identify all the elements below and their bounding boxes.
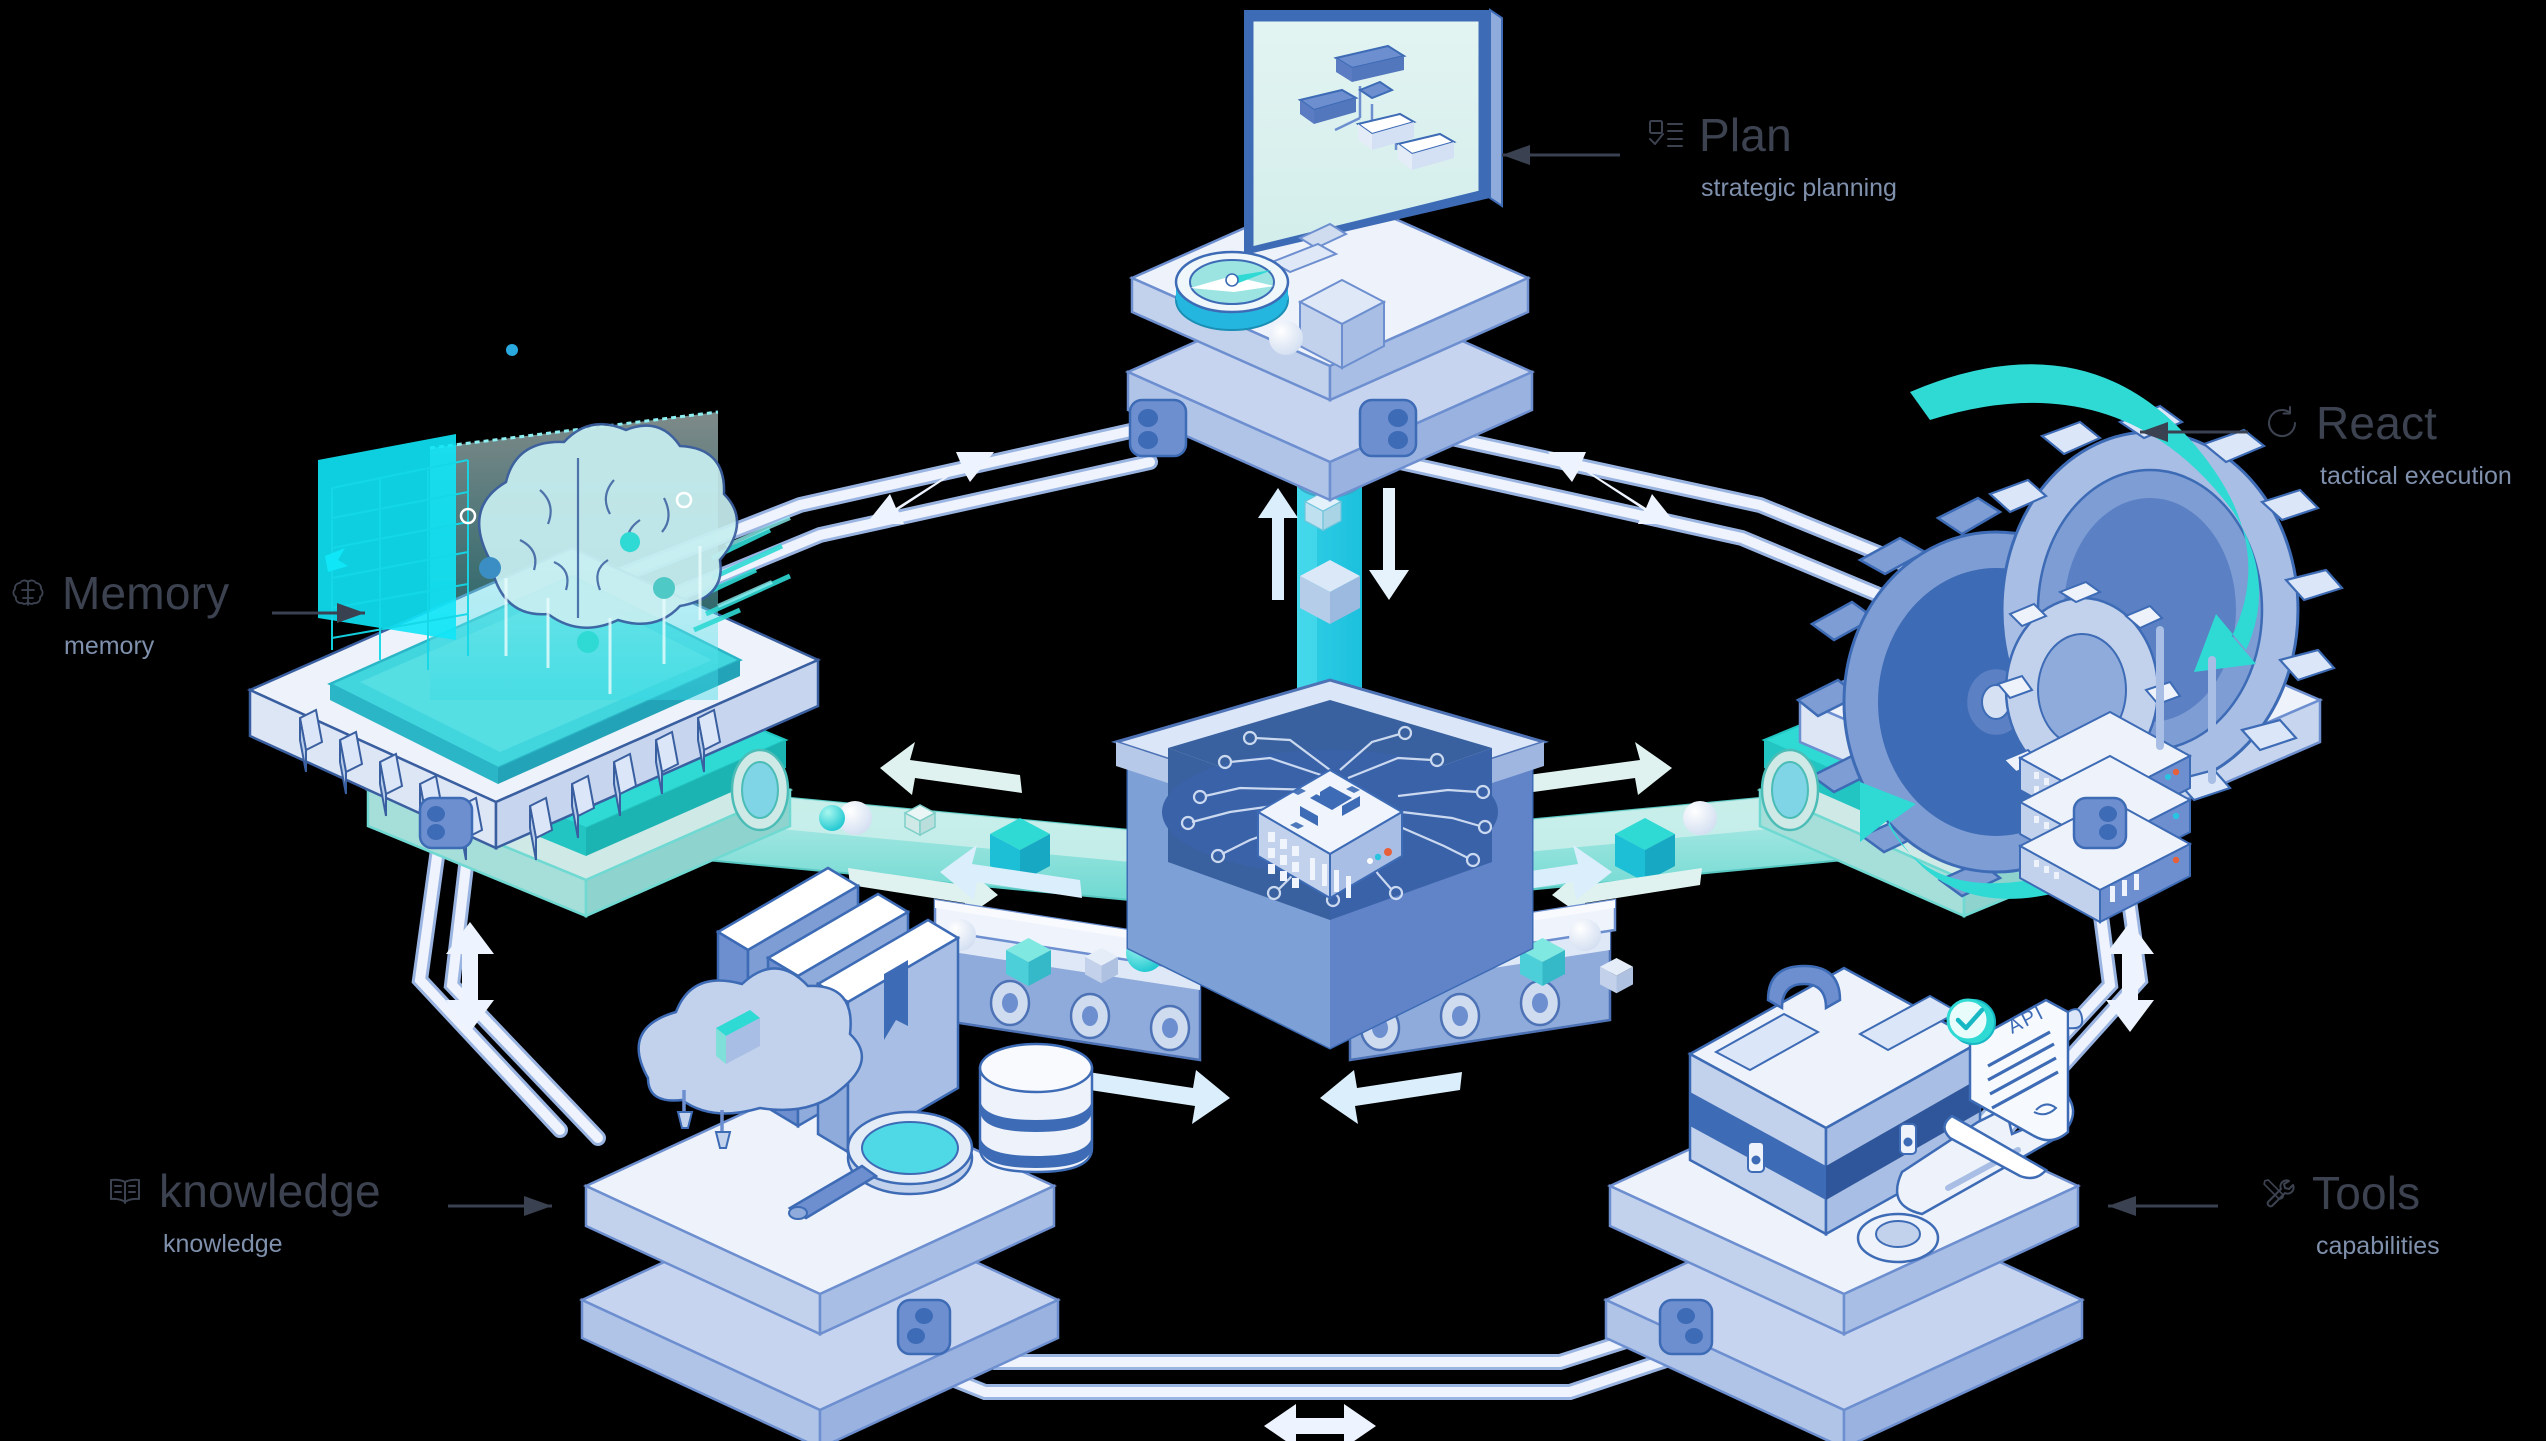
refresh-cycle-icon	[2262, 403, 2302, 443]
callout-react: React tactical execution	[2262, 400, 2512, 489]
wrench-screwdriver-icon	[2258, 1173, 2298, 1213]
callout-plan: Plan strategic planning	[1645, 112, 1897, 201]
node-memory[interactable]	[246, 344, 845, 918]
plan-monitor	[1244, 8, 1503, 274]
arrow-right-knowledge	[1088, 1070, 1230, 1124]
knowledge-magnifier	[787, 1110, 974, 1220]
arrow-left-react	[1552, 868, 1702, 920]
callout-knowledge: knowledge knowledge	[105, 1168, 381, 1257]
plan-cube	[1297, 278, 1387, 370]
tools-toolbox	[1687, 964, 1983, 1237]
memory-data-grid	[318, 434, 469, 670]
callout-subtitle: strategic planning	[1701, 174, 1897, 202]
arrow-left-knowledge	[940, 845, 1082, 900]
plan-compass	[1174, 250, 1290, 331]
arrow-down-plan	[1369, 488, 1409, 600]
open-book-icon	[105, 1171, 145, 1211]
arrow-memory-knowledge	[446, 922, 494, 1032]
memory-pipe-nozzle	[730, 748, 845, 832]
processor-chip	[1256, 768, 1404, 900]
brain-icon	[8, 573, 48, 613]
arrow-left-tools	[1320, 1070, 1462, 1124]
node-knowledge[interactable]	[579, 866, 1094, 1441]
callout-subtitle: capabilities	[2316, 1232, 2440, 1260]
checklist-icon	[1645, 115, 1685, 155]
cable-ports	[418, 398, 2128, 1356]
arrow-left-memory	[880, 742, 1022, 795]
react-pipe-nozzle	[1760, 748, 1820, 832]
arrow-memory-plan	[866, 452, 994, 524]
callout-title: Plan	[1699, 109, 1792, 161]
callout-title: Memory	[62, 567, 230, 619]
callout-title: Tools	[2312, 1167, 2421, 1219]
callout-subtitle: tactical execution	[2320, 462, 2512, 490]
callout-tools: Tools capabilities	[2258, 1170, 2440, 1259]
callout-memory: Memory memory	[8, 570, 229, 659]
node-plan[interactable]	[1124, 8, 1536, 502]
cable-memory-knowledge	[411, 824, 606, 1146]
arrow-plan-react	[1548, 452, 1676, 524]
leader-arrowheads	[337, 145, 2168, 1216]
node-tools[interactable]: API	[1603, 964, 2085, 1441]
callout-title: React	[2316, 397, 2438, 449]
callout-title: knowledge	[159, 1165, 381, 1217]
callout-subtitle: memory	[64, 632, 155, 660]
node-core-hub[interactable]	[1110, 678, 1550, 1441]
knowledge-database	[978, 1042, 1094, 1174]
callout-subtitle: knowledge	[163, 1230, 283, 1258]
arrow-knowledge-tools	[1264, 1404, 1376, 1441]
arrow-react-tools	[2106, 922, 2154, 1032]
memory-brain-hologram	[459, 344, 739, 694]
tools-api-document: API	[1943, 998, 2084, 1180]
arrow-right-memory	[848, 868, 998, 920]
arrow-up-plan	[1258, 488, 1298, 600]
knowledge-cloud	[637, 967, 864, 1149]
arrow-right-react	[1526, 742, 1672, 795]
node-react[interactable]	[1756, 364, 2344, 924]
